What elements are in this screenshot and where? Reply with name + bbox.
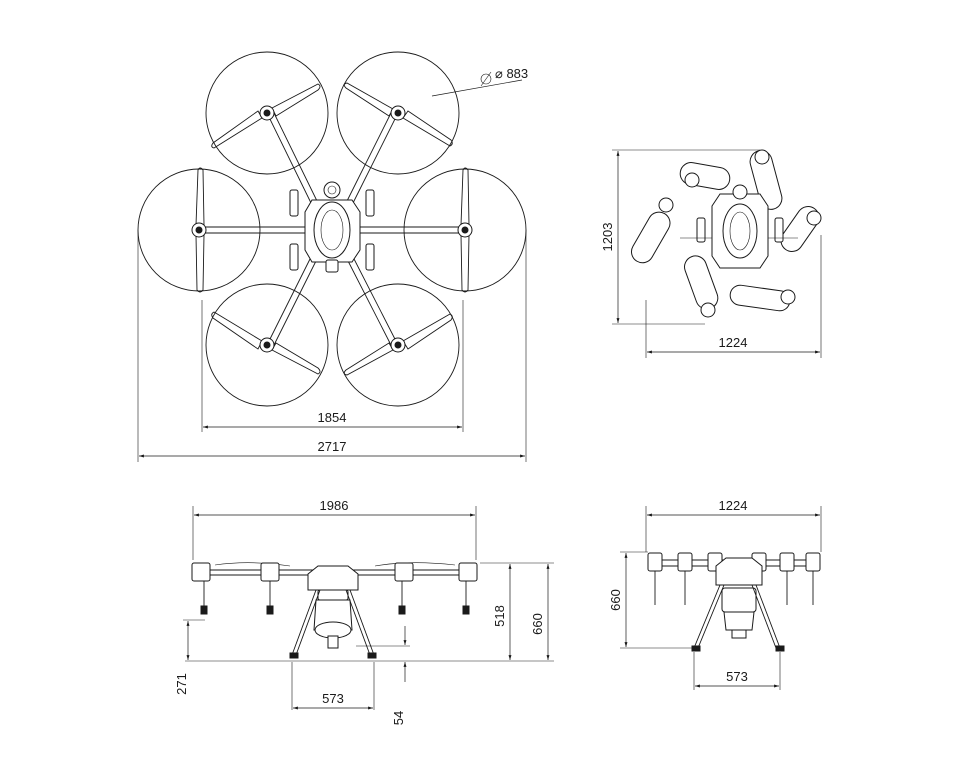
folded-width-label: 1224	[719, 335, 748, 350]
top-view: ⌀ 883 1854 2717	[137, 51, 528, 462]
tank-clearance-label: 54	[391, 711, 406, 725]
central-body	[289, 181, 375, 273]
side-height-label: 660	[608, 589, 623, 611]
front-body	[307, 565, 359, 649]
rotor-diameter-label: ⌀ 883	[495, 66, 528, 81]
nozzle-drop-label: 271	[174, 673, 189, 695]
overall-width-label: 2717	[318, 439, 347, 454]
arms	[199, 110, 465, 348]
front-view: 1986 518 660 271 573 54	[174, 498, 554, 725]
extension-lines	[137, 230, 527, 462]
foot	[775, 645, 785, 652]
rotor-circle	[205, 283, 329, 407]
side-view: 1224 660 573	[608, 498, 822, 690]
foot	[289, 652, 299, 659]
extension-lines	[620, 506, 822, 690]
side-landing-legs	[693, 584, 781, 649]
rotor-circle	[336, 283, 460, 407]
diameter-symbol	[480, 71, 492, 87]
rotor-circle	[336, 51, 460, 175]
propellers	[195, 82, 470, 376]
front-landing-legs	[291, 589, 375, 656]
folded-arms	[631, 149, 822, 318]
inner-width-label: 1854	[318, 410, 347, 425]
folded-view: 1203 1224	[600, 149, 822, 358]
folded-body	[680, 184, 798, 269]
extension-lines	[612, 149, 822, 358]
folded-height-label: 1203	[600, 223, 615, 252]
side-leg-spread-label: 573	[726, 669, 748, 684]
total-height-label: 660	[530, 613, 545, 635]
extension-lines	[183, 506, 554, 710]
side-width-label: 1224	[719, 498, 748, 513]
diameter-leader	[431, 79, 523, 97]
front-motors	[191, 562, 478, 615]
rotor-circle	[205, 51, 329, 175]
arm-height-label: 518	[492, 605, 507, 627]
side-body	[715, 557, 763, 639]
side-nozzles	[654, 571, 814, 605]
foot	[691, 645, 701, 652]
foot	[367, 652, 377, 659]
front-leg-spread-label: 573	[322, 691, 344, 706]
front-span-label: 1986	[320, 498, 349, 513]
motors	[191, 105, 473, 353]
